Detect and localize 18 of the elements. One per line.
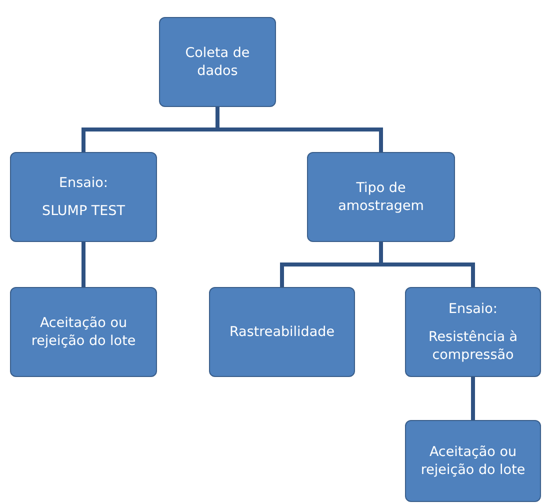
box-label: Aceitação ou rejeição do lote [30, 314, 137, 350]
box-label: Rastreabilidade [229, 322, 335, 342]
process-box [159, 17, 276, 107]
process-box [307, 152, 455, 242]
process-box [10, 152, 157, 242]
box-label: Coleta de dados [184, 44, 251, 80]
box-label: Ensaio: [59, 174, 108, 192]
process-box [405, 287, 541, 377]
box-label: Ensaio: [448, 300, 498, 318]
connector-line [82, 242, 86, 287]
box-label: SLUMP TEST [42, 202, 125, 220]
connector-line [471, 377, 475, 420]
box-label: Tipo de amostragem [337, 178, 425, 216]
process-box [209, 287, 355, 377]
box-label: Aceitação ou rejeição do lote [420, 442, 526, 480]
process-box [405, 420, 541, 502]
box-label: Resistência à compressão [427, 328, 519, 364]
process-box [10, 287, 157, 377]
